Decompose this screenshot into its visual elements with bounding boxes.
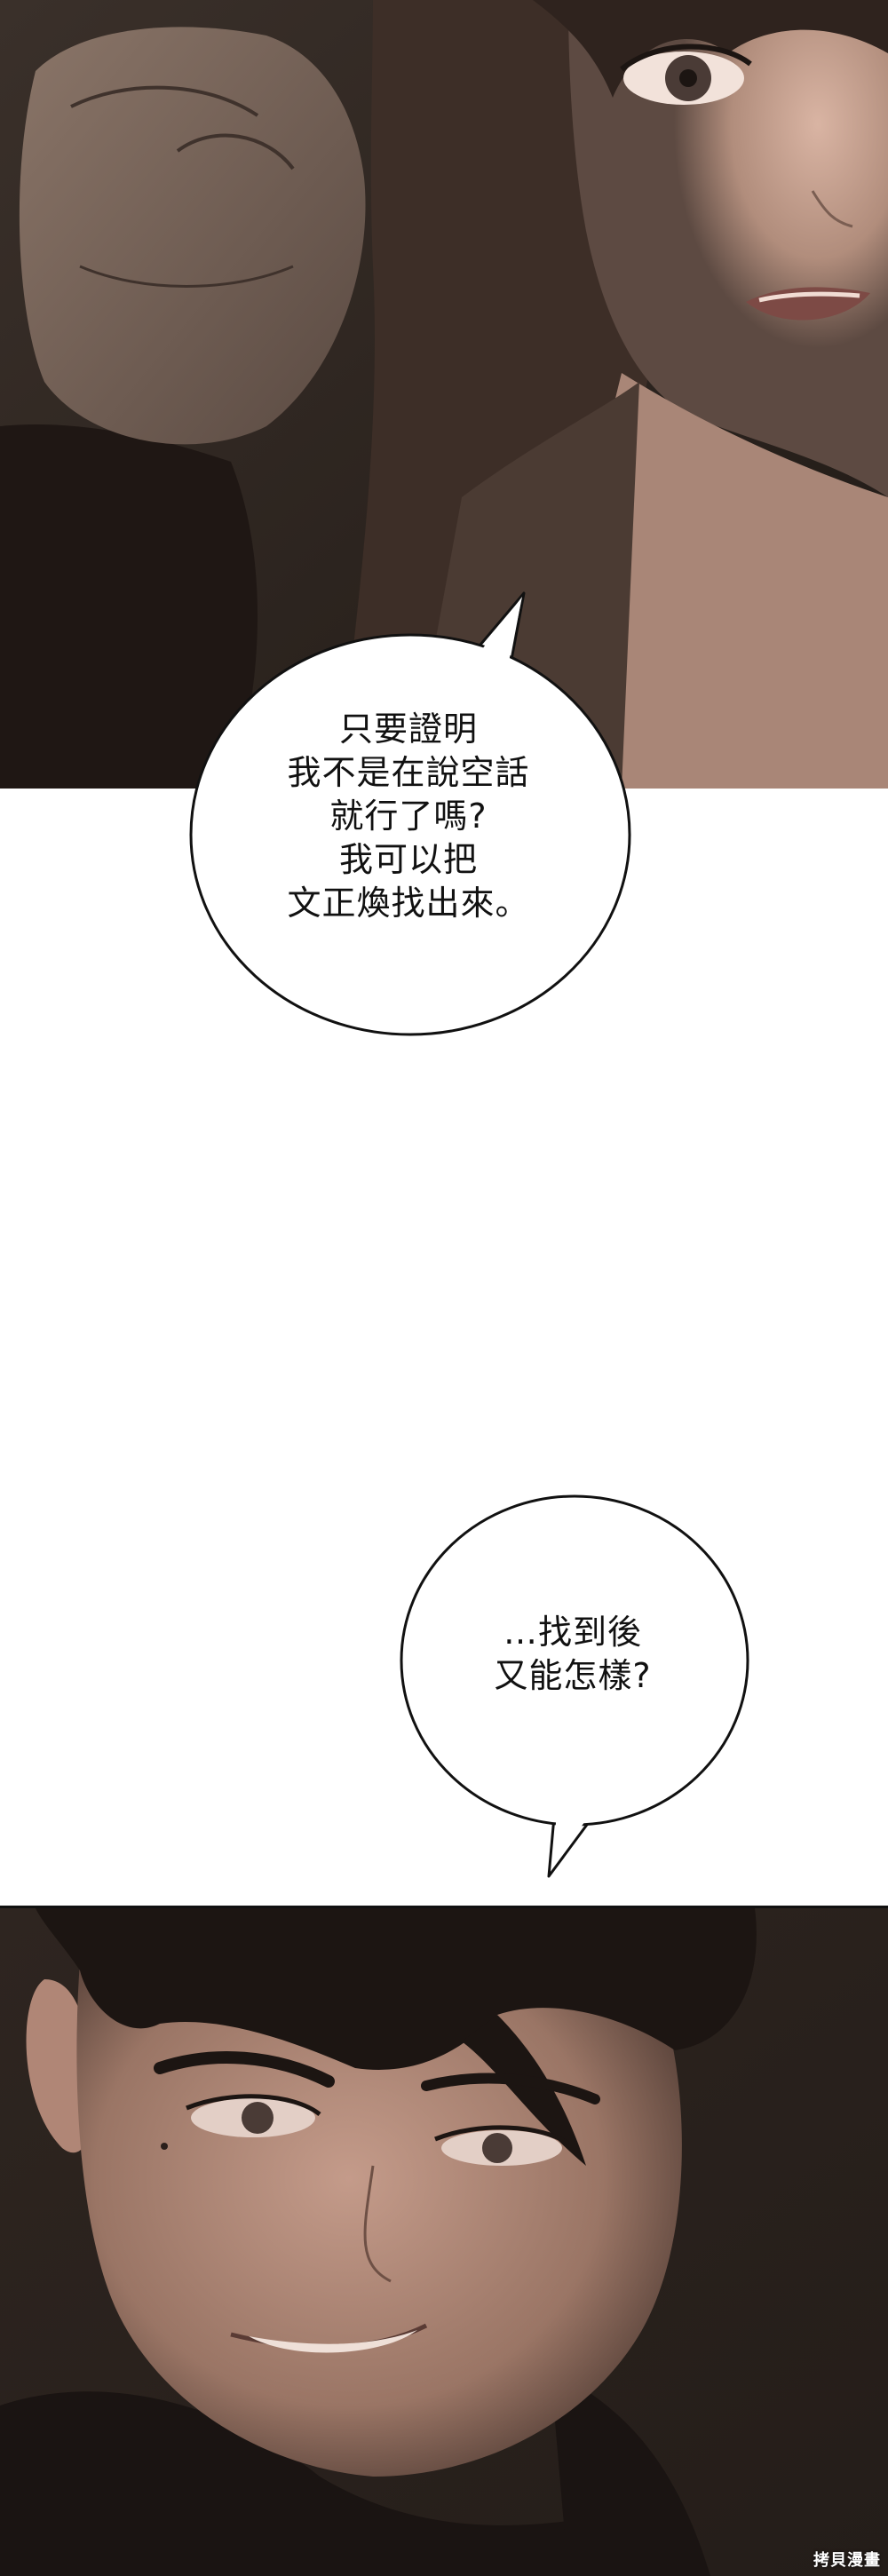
panel-man-illustration [0, 1908, 888, 2576]
panel-woman-raised-fist [0, 0, 888, 789]
speech-bubble-2 [400, 1494, 749, 1878]
panel-man-smirking: 拷貝漫畫 [0, 1906, 888, 2576]
speech-line: 只要證明 [338, 709, 478, 749]
speech-bubble-2-text: …找到後 又能怎樣? [400, 1611, 746, 1698]
speech-line: 又能怎樣? [494, 1656, 652, 1695]
speech-bubble-1-text: 只要證明 我不是在說空話 就行了嗎? 我可以把 文正煥找出來。 [191, 708, 626, 925]
speech-bubble-1 [189, 591, 631, 1036]
speech-line: 我可以把 [338, 840, 478, 879]
panel-woman-illustration [0, 0, 888, 789]
speech-line: …找到後 [503, 1613, 642, 1652]
watermark-text: 拷貝漫畫 [813, 2551, 881, 2570]
speech-line: 就行了嗎? [329, 797, 488, 836]
speech-line: 我不是在說空話 [287, 753, 530, 792]
speech-line: 文正煥找出來。 [287, 884, 530, 923]
